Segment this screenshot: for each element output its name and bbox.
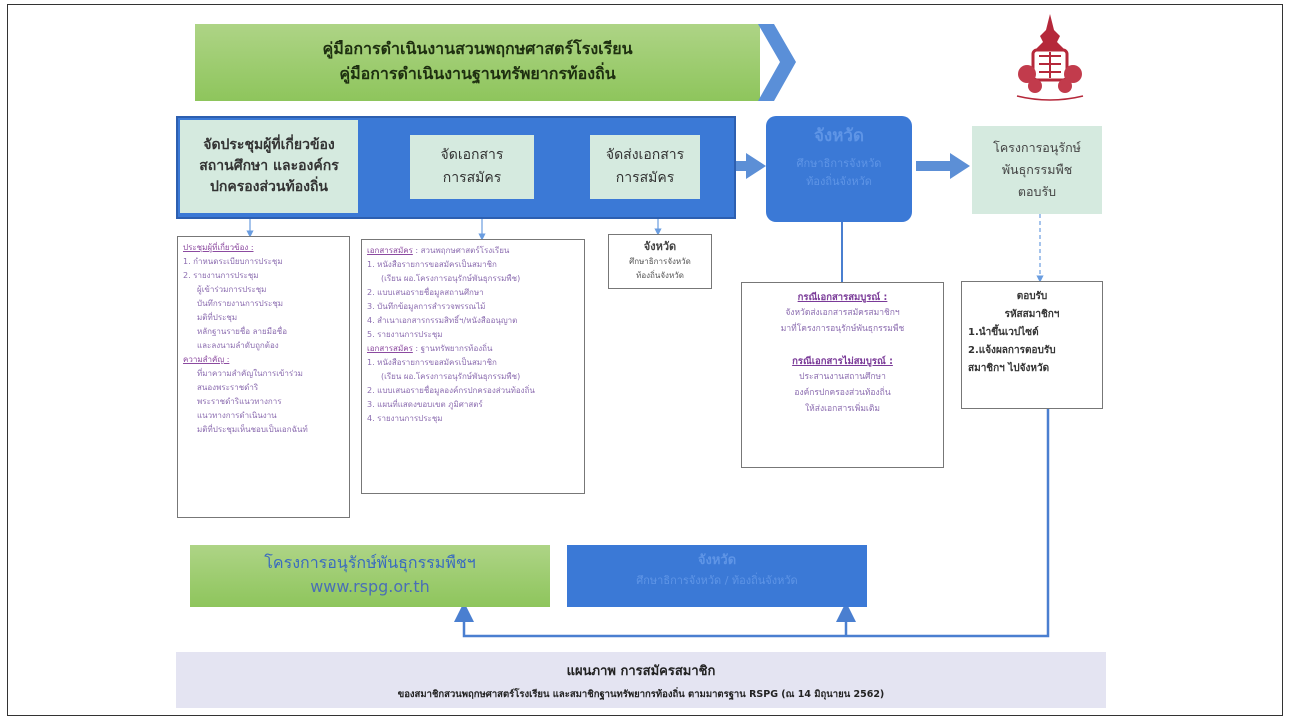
docs-item: (เรียน ผอ.โครงการอนุรักษ์พันธุกรรมพืช) [381, 274, 521, 283]
complete-head: กรณีเอกสารสมบูรณ์ : [797, 292, 888, 303]
docs-head1-rest: : สวนพฤกษศาสตร์โรงเรียน [415, 246, 510, 255]
prov2-sub: ศึกษาธิการจังหวัด / ท้องถิ่นจังหวัด [636, 574, 798, 587]
step3-line1: จัดส่งเอกสาร [605, 147, 685, 163]
important-head: ความสำคัญ : [183, 355, 230, 364]
document-status-note: กรณีเอกสารสมบูรณ์ : จังหวัดส่งเอกสารสมัค… [741, 282, 944, 468]
manual-banner: คู่มือการดำเนินงานสวนพฤกษศาสตร์โรงเรียน … [195, 24, 760, 101]
accept-line3: ตอบรับ [1017, 184, 1057, 199]
important-item: สนองพระราชดำริ [197, 383, 259, 392]
province-sub2: ท้องถิ่นจังหวัด [806, 175, 872, 188]
rspg-title: โครงการอนุรักษ์พันธุกรรมพืชฯ [264, 553, 476, 572]
province-box: จังหวัด ศึกษาธิการจังหวัด ท้องถิ่นจังหวั… [766, 116, 912, 222]
rspg-emblem-icon [1016, 14, 1084, 101]
docs-head2-rest: : ฐานทรัพยากรท้องถิ่น [415, 344, 493, 353]
page-frame [7, 4, 1283, 716]
meeting-note: ประชุมผู้ที่เกี่ยวข้อง : 1. กำหนดระเบียบ… [177, 236, 350, 518]
incomplete-line: องค์กรปกครองส่วนท้องถิ่น [794, 388, 891, 398]
prov2-title: จังหวัด [697, 553, 737, 568]
docs-item: 5. รายงานการประชุม [367, 330, 443, 339]
caption-title: แผนภาพ การสมัครสมาชิก [566, 664, 716, 679]
meeting-item: 1. กำหนดระเบียบการประชุม [183, 257, 283, 266]
province-bottom-box: จังหวัด ศึกษาธิการจังหวัด / ท้องถิ่นจังห… [567, 545, 867, 607]
meeting-subitem: บันทึกรายงานการประชุม [197, 299, 284, 308]
caption-subtitle: ของสมาชิกสวนพฤกษศาสตร์โรงเรียน และสมาชิก… [397, 689, 885, 700]
important-item: มติที่ประชุมเห็นชอบเป็นเอกฉันท์ [197, 425, 308, 434]
accept-note-head: ตอบรับ [1016, 291, 1048, 302]
step-send-docs-box: จัดส่งเอกสาร การสมัคร [590, 135, 700, 199]
accept-note: ตอบรับ รหัสสมาชิกฯ 1.นำขึ้นเวปไซต์ 2.แจ้… [961, 281, 1103, 409]
important-item: แนวทางการดำเนินงาน [197, 411, 277, 420]
accept-line1: โครงการอนุรักษ์ [993, 140, 1081, 155]
step-meeting-box: จัดประชุมผู้ที่เกี่ยวข้อง สถานศึกษา และอ… [180, 120, 358, 213]
incomplete-line: ให้ส่งเอกสารเพิ่มเติม [805, 404, 880, 414]
meeting-note-head: ประชุมผู้ที่เกี่ยวข้อง : [183, 243, 254, 252]
step2-line1: จัดเอกสาร [440, 147, 504, 163]
accept-note-head2: รหัสสมาชิกฯ [1004, 309, 1060, 320]
banner-line2: คู่มือการดำเนินงานฐานทรัพยากรท้องถิ่น [339, 64, 616, 83]
step1-line3: ปกครองส่วนท้องถิ่น [210, 179, 328, 195]
province-sub1: ศึกษาธิการจังหวัด [796, 157, 882, 170]
important-item: ที่มาความสำคัญในการเข้าร่วม [197, 369, 303, 378]
meeting-subitem: หลักฐานรายชื่อ ลายมือชื่อ [197, 327, 288, 336]
accept-note-item: 1.นำขึ้นเวปไซต์ [968, 327, 1039, 338]
meeting-subitem: ผู้เข้าร่วมการประชุม [197, 285, 267, 294]
banner-chevron-icon [758, 24, 796, 101]
rspg-url[interactable]: www.rspg.or.th [310, 577, 430, 596]
step1-line2: สถานศึกษา และองค์กร [199, 158, 339, 174]
province-title: จังหวัด [813, 126, 865, 146]
step2-line2: การสมัคร [442, 170, 502, 186]
meeting-item: 2. รายงานการประชุม [183, 271, 259, 280]
docs-item: 1. หนังสือรายการขอสมัครเป็นสมาชิก [367, 358, 497, 367]
docs-item: 2. แบบเสนอรายชื่อมูลสถานศึกษา [367, 288, 484, 297]
docs-item: 3. บันทึกข้อมูลการสำรวจพรรณไม้ [367, 302, 486, 311]
rspg-box: โครงการอนุรักษ์พันธุกรรมพืชฯ www.rspg.or… [190, 545, 550, 607]
important-item: พระราชดำริแนวทางการ [197, 397, 282, 406]
docs-item: 1. หนังสือรายการขอสมัครเป็นสมาชิก [367, 260, 497, 269]
accept-box: โครงการอนุรักษ์ พันธุกรรมพืช ตอบรับ [972, 126, 1102, 214]
province-note-title: จังหวัด [643, 240, 677, 253]
accept-note-item: สมาชิกฯ ไปจังหวัด [968, 363, 1050, 374]
province-note-line: ท้องถิ่นจังหวัด [636, 271, 684, 280]
province-note: จังหวัด ศึกษาธิการจังหวัด ท้องถิ่นจังหวั… [608, 234, 712, 289]
docs-item: 2. แบบเสนอรายชื่อมูลองค์กรปกครองส่วนท้อง… [367, 386, 535, 395]
docs-item: 4. สำเนาเอกสารกรรมสิทธิ์ฯ/หนังสืออนุญาต [367, 316, 518, 325]
documents-note: เอกสารสมัคร : สวนพฤกษศาสตร์โรงเรียน 1. ห… [361, 239, 585, 494]
step1-line1: จัดประชุมผู้ที่เกี่ยวข้อง [203, 137, 335, 153]
accept-line2: พันธุกรรมพืช [1001, 162, 1073, 177]
complete-line: จังหวัดส่งเอกสารสมัครสมาชิกฯ [785, 308, 900, 318]
docs-item: 4. รายงานการประชุม [367, 414, 443, 423]
step-prepare-docs-box: จัดเอกสาร การสมัคร [410, 135, 534, 199]
docs-head1: เอกสารสมัคร [367, 246, 413, 255]
banner-line1: คู่มือการดำเนินงานสวนพฤกษศาสตร์โรงเรียน [322, 39, 633, 58]
incomplete-head: กรณีเอกสารไม่สมบูรณ์ : [792, 356, 893, 367]
province-note-line: ศึกษาธิการจังหวัด [629, 257, 691, 266]
step3-line2: การสมัคร [615, 170, 675, 186]
incomplete-line: ประสานงานสถานศึกษา [799, 372, 886, 382]
meeting-subitem: มติที่ประชุม [197, 313, 238, 322]
docs-item: 3. แผนที่แสดงขอบเขต ภูมิศาสตร์ [367, 400, 483, 409]
docs-item: (เรียน ผอ.โครงการอนุรักษ์พันธุกรรมพืช) [381, 372, 521, 381]
diagram-caption: แผนภาพ การสมัครสมาชิก ของสมาชิกสวนพฤกษศา… [176, 652, 1106, 708]
complete-line: มาที่โครงการอนุรักษ์พันธุกรรมพืช [780, 324, 905, 334]
docs-head2: เอกสารสมัคร [367, 344, 413, 353]
accept-note-item: 2.แจ้งผลการตอบรับ [968, 345, 1056, 356]
meeting-subitem: และลงนามลำดับถูกต้อง [197, 341, 279, 350]
